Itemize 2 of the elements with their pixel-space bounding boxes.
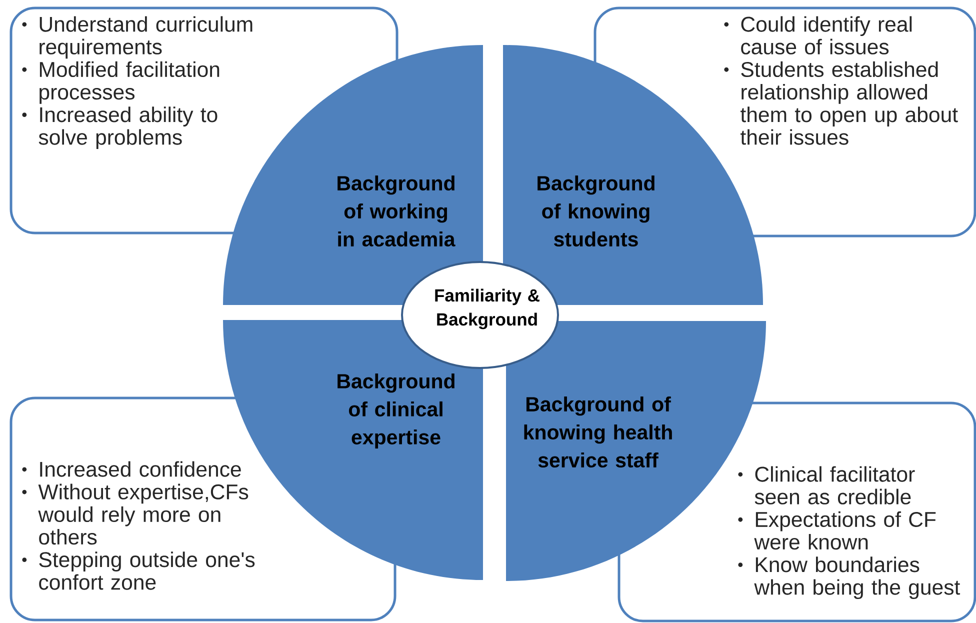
bullet-item: Increased ability to solve problems <box>22 106 218 150</box>
bullet-item: Modified facilitation processes <box>22 61 220 104</box>
